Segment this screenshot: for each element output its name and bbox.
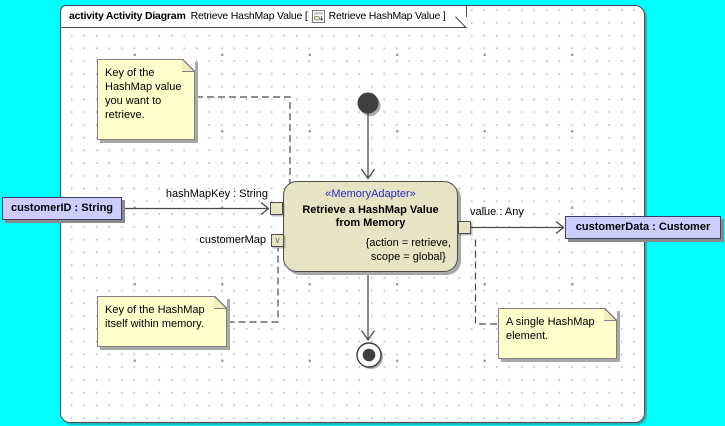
object-node-customerid[interactable]: customerID : String [2,197,122,220]
diagram-frame-tab[interactable]: activity Activity Diagram Retrieve HashM… [60,5,467,28]
frame-kind-label: activity Activity Diagram [69,10,186,22]
frame-tab-suffix: Retrieve HashMap Value ] [328,10,446,22]
value-pin-customermap[interactable]: ∨ [271,234,284,247]
action-node-retrieve-hashmap[interactable]: «MemoryAdapter» Retrieve a HashMap Value… [283,181,458,272]
note-text: Key of the HashMap itself within memory. [105,304,205,330]
edge-label-customermap: customerMap [199,234,266,246]
final-node-core [362,348,376,362]
note-hashmap-itself[interactable]: Key of the HashMap itself within memory. [97,296,227,347]
arrowhead-into-input-pin [260,201,270,216]
note-text: Key of the HashMap value you want to ret… [105,67,182,121]
note-anchor-customermap [227,248,279,323]
note-single-element[interactable]: A single HashMap element. [498,308,617,359]
arrowhead-into-customerdata [555,220,565,235]
note-anchor-value [474,237,497,325]
value-pin-glyph: ∨ [274,235,281,245]
activity-diagram-icon [311,9,325,23]
output-pin-value[interactable] [458,221,471,234]
frame-diagram-name: Retrieve HashMap Value [ [190,10,308,22]
input-pin-hashmapkey[interactable] [270,202,283,215]
object-node-customerdata[interactable]: customerData : Customer [565,216,721,239]
arrowhead-into-final [360,330,376,342]
note-text: A single HashMap element. [506,316,595,342]
initial-node[interactable] [357,92,379,114]
note-anchor-hashmapkey [196,96,291,199]
action-name: Retrieve a HashMap Value from Memory [302,204,439,229]
action-stereotype: «MemoryAdapter» [325,188,416,200]
edge-label-value: value : Any [470,206,524,218]
edge-label-hashmapkey: hashMapKey : String [165,188,268,200]
note-hashmap-key-retrieve[interactable]: Key of the HashMap value you want to ret… [97,59,195,140]
arrowhead-into-action [360,168,376,180]
action-constraints: {action = retrieve, scope = global} [365,237,451,263]
